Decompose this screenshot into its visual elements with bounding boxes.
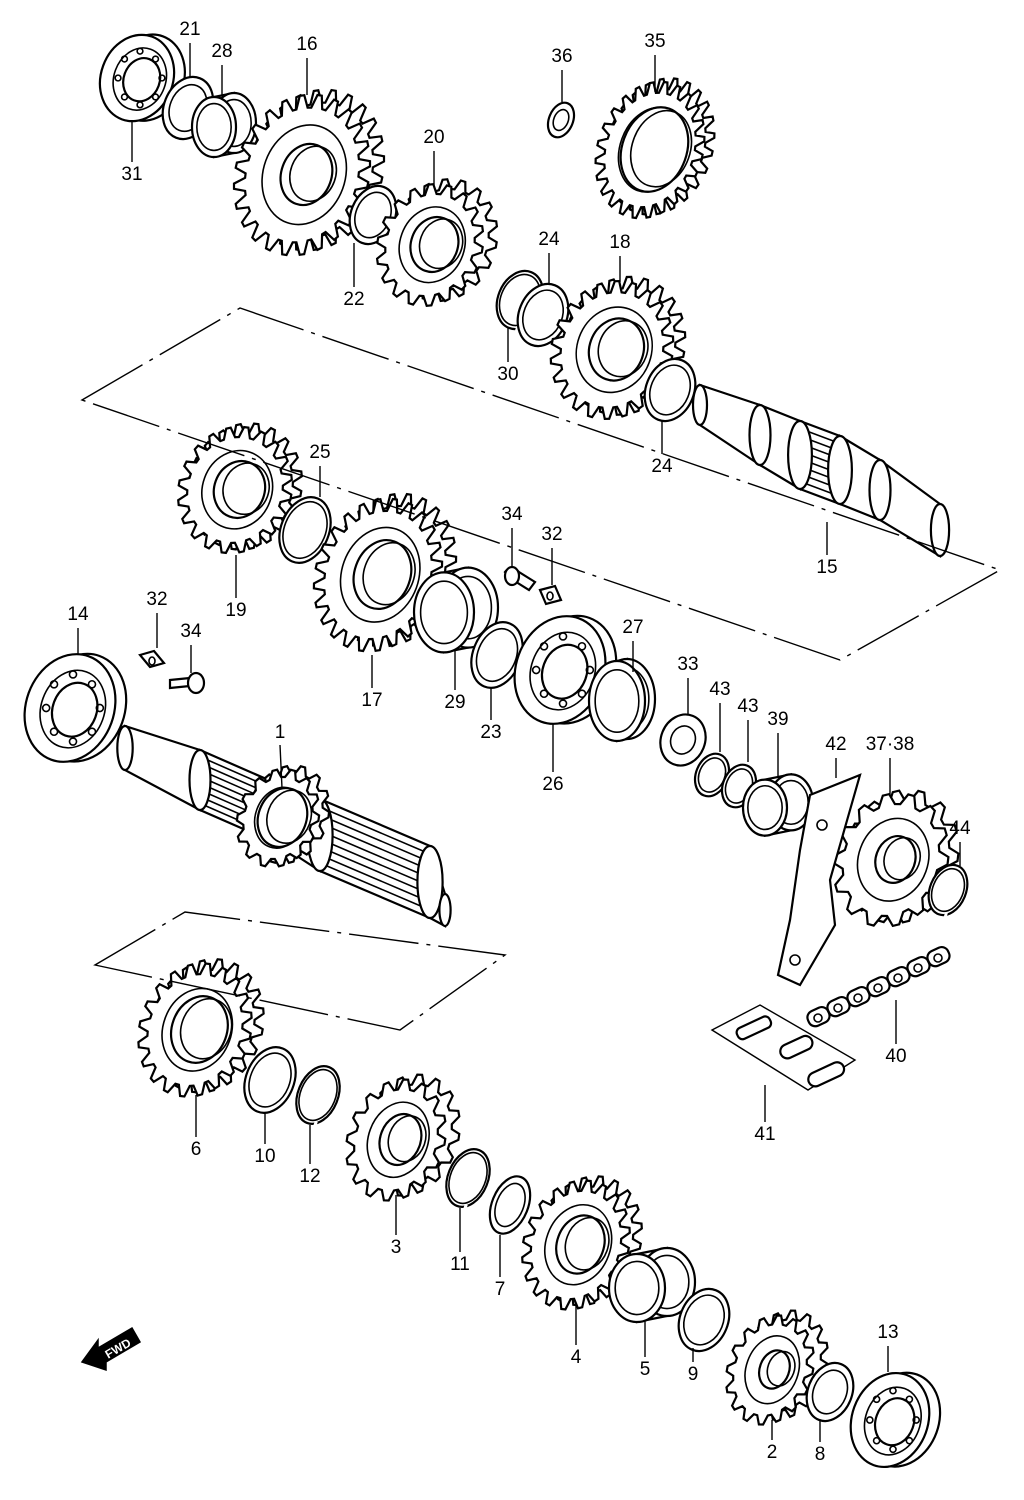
part-number-p44: 44 [949,818,971,839]
circlip-12 [295,1065,341,1127]
part-number-p34a: 34 [501,504,523,525]
part-number-p24a: 24 [538,229,560,250]
washer-32-lower [138,649,166,669]
gear-18 [549,275,687,421]
part-number-p6: 6 [191,1139,202,1160]
part-number-p7: 7 [495,1279,506,1300]
part-number-p5: 5 [640,1359,651,1380]
drive-chain-40 [806,945,951,1028]
part-number-p24b: 24 [651,456,673,477]
washer-9 [677,1287,731,1353]
screw-34-lower [168,671,206,695]
washer-24-upper [516,282,570,348]
part-number-p32a: 32 [541,524,562,545]
gear-35 [594,77,716,220]
bolt-34-upper [503,565,537,592]
gear-on-shaft-1 [235,764,331,868]
part-number-p25: 25 [309,442,330,463]
part-number-p33: 33 [677,654,698,675]
outline-frame-upper [80,307,1002,661]
part-number-p23: 23 [480,722,501,743]
gear-16 [232,88,386,257]
bearing-14 [23,652,128,763]
part-number-p12: 12 [299,1166,320,1187]
part-number-p3: 3 [391,1237,402,1258]
retainer-33 [659,713,707,767]
circlip-44 [927,863,969,918]
part-number-p17: 17 [361,690,382,711]
washer-25 [278,496,332,564]
part-number-p18: 18 [609,232,630,253]
part-number-p8: 8 [815,1444,826,1465]
part-number-p40: 40 [885,1046,906,1067]
cover-plate-42 [776,773,862,987]
part-number-p9: 9 [688,1364,699,1385]
part-number-p29: 29 [444,692,465,713]
part-number-p41: 41 [754,1124,775,1145]
gear-19 [177,422,303,555]
part-number-p26: 26 [542,774,563,795]
part-number-p14: 14 [67,604,89,625]
leader-line-p1 [279,744,283,789]
gear-3 [345,1073,461,1202]
fwd-arrow: FWD [80,1326,142,1372]
circlip-11 [445,1148,491,1210]
part-number-p30: 30 [497,364,518,385]
washer-10 [243,1046,297,1114]
part-number-p43b: 43 [737,696,758,717]
washer-23 [470,621,524,689]
part-number-p27: 27 [622,617,643,638]
bushing-29 [412,566,500,654]
part-number-p32b: 32 [146,589,167,610]
gear-6 [137,958,265,1098]
gear-20 [375,178,499,307]
chain-joint-41 [710,1004,857,1091]
part-number-p31: 31 [121,164,142,185]
part-number-p37: 37·38 [866,734,915,755]
part-number-p1: 1 [275,722,286,743]
bushing-5 [607,1246,697,1324]
part-number-p20: 20 [423,127,444,148]
part-number-p36: 36 [551,46,572,67]
part-number-p42: 42 [825,734,846,755]
bearing-26 [513,614,618,725]
lockwasher-7 [488,1175,532,1235]
spacer-39 [741,773,815,837]
part-number-p2: 2 [767,1442,778,1463]
bearing-13 [849,1371,942,1469]
part-number-p11: 11 [450,1254,470,1275]
part-number-p13: 13 [877,1322,898,1343]
part-number-p4: 4 [571,1347,582,1368]
clip-36 [546,101,576,139]
part-number-p15: 15 [816,557,837,578]
washer-8 [805,1361,855,1423]
part-number-p19: 19 [225,600,246,621]
washer-32-upper [538,584,563,606]
bushing-28 [190,91,258,159]
part-number-p35: 35 [644,31,665,52]
part-number-p28: 28 [211,41,232,62]
seal-27 [587,657,657,743]
countershaft-15 [691,383,951,558]
part-number-p43a: 43 [709,679,730,700]
gear-2 [725,1309,829,1426]
part-number-p16: 16 [296,34,317,55]
part-number-p21: 21 [179,19,200,40]
part-number-p39: 39 [767,709,788,730]
part-number-p34b: 34 [180,621,202,642]
part-number-p22: 22 [343,289,364,310]
part-number-p10: 10 [254,1146,275,1167]
outline-frame-lower [93,911,507,1031]
